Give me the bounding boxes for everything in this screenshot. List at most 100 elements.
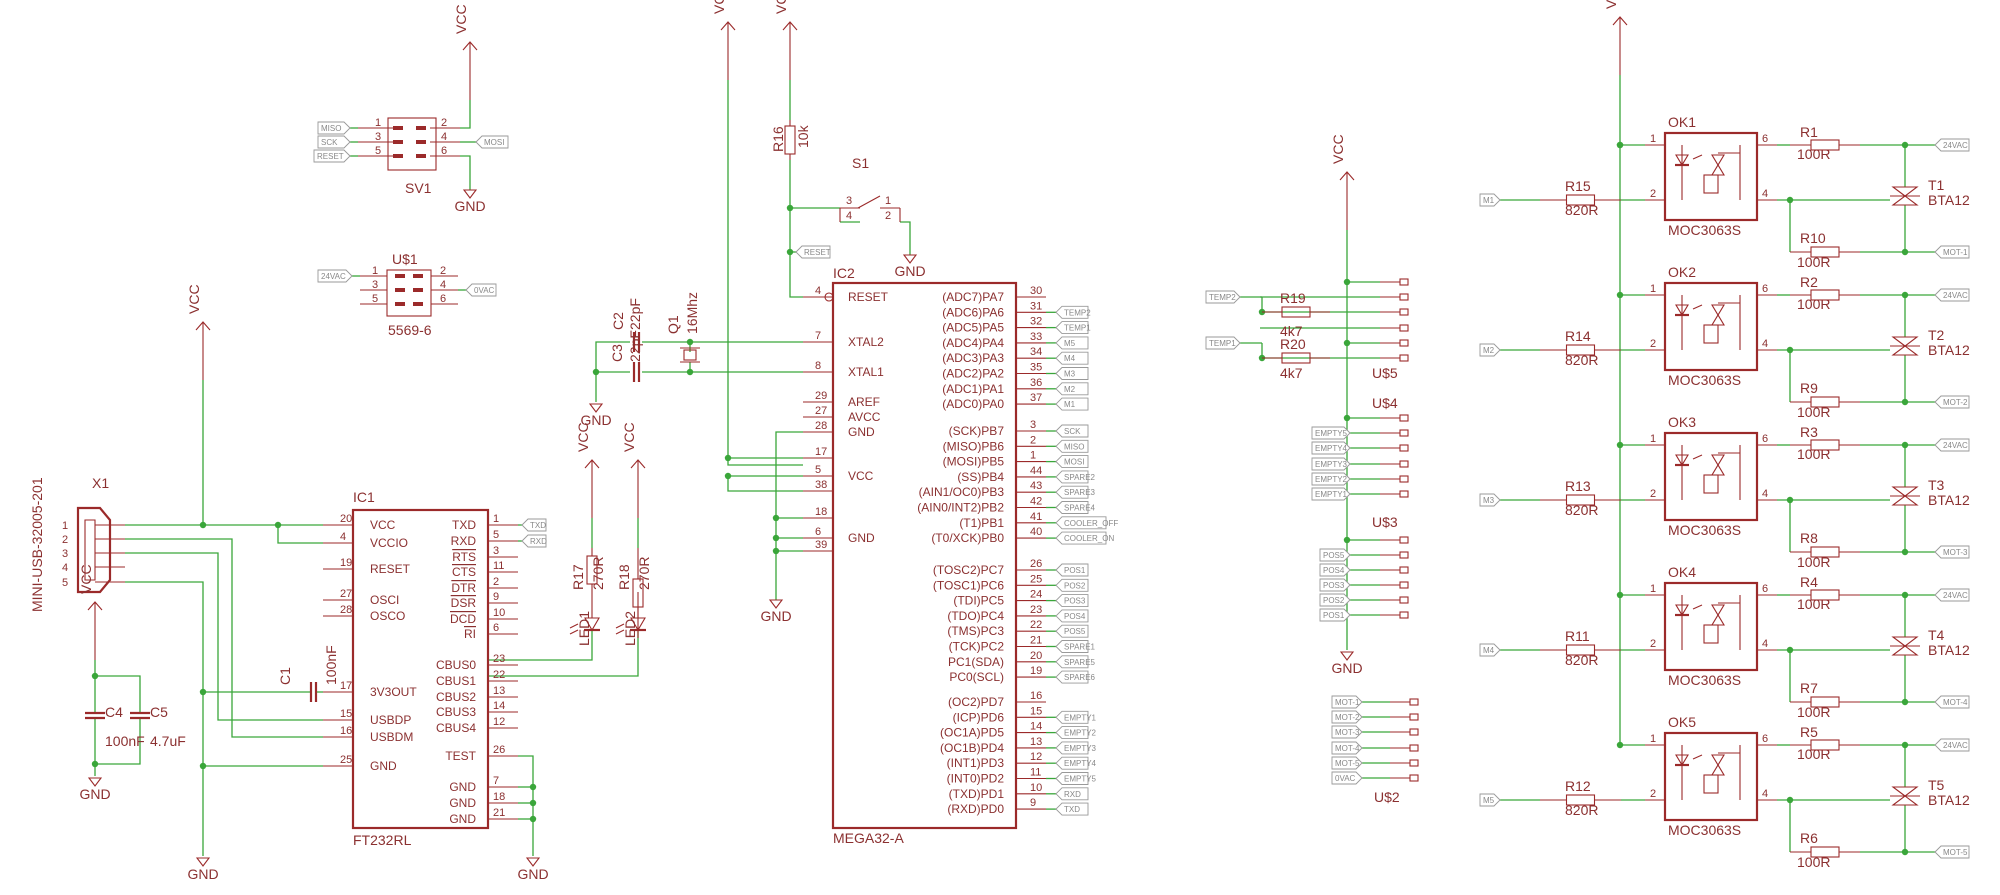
triac-type: BTA12 [1928, 642, 1970, 658]
net-label-tag [521, 518, 547, 532]
resistor-value: 100R [1797, 254, 1830, 270]
diac-icon [1711, 313, 1725, 326]
net-label-tag [1479, 643, 1501, 657]
net-label: POS5 [1055, 624, 1089, 638]
pin-number: 2 [885, 210, 891, 222]
contact [416, 140, 426, 144]
resistor-ref: R6 [1800, 830, 1818, 846]
net-label-text: MISO [321, 124, 341, 133]
vcc-label: VCC [621, 422, 637, 452]
net-label-tag [1055, 563, 1089, 577]
net-label-mot: MOT-1 [1331, 695, 1363, 709]
net-label-tag [1934, 245, 1970, 259]
gnd-triangle-icon [1339, 651, 1355, 661]
net-label: POS3 [1055, 594, 1089, 608]
ft232-body [351, 508, 490, 830]
zero-cross-box [1703, 174, 1719, 194]
pin-label: (ADC2)PA2 [942, 367, 1004, 381]
net-label: EMPTY3 [1055, 741, 1097, 755]
net-label-tag [1055, 305, 1089, 319]
optocoupler-ref: OK4 [1668, 564, 1696, 580]
pin-label: (ICP)PD6 [953, 710, 1005, 724]
pin-number: 22 [493, 669, 505, 681]
pin-number: 2 [1650, 188, 1656, 200]
vcc-arrow-icon [584, 459, 600, 469]
pin-number: 4 [1762, 188, 1768, 200]
net-label: SPARE2 [1055, 470, 1096, 484]
terminal-icon [1399, 581, 1409, 589]
resistor-body [1810, 846, 1840, 858]
sv1-body [387, 117, 437, 171]
pin-number: 2 [440, 265, 446, 277]
net-label: COOLER_OFF [1055, 516, 1118, 530]
wire [689, 362, 803, 373]
net-label-tag [1055, 741, 1089, 755]
pin-number: 6 [441, 145, 447, 157]
net-label-24vac: 24VAC [1934, 438, 1970, 452]
net-label-text: M5 [1064, 339, 1076, 348]
wire [125, 538, 323, 738]
net-label-text: EMPTY5 [1064, 775, 1097, 784]
resistor-value: 820R [1565, 802, 1598, 818]
net-label-tag [1311, 457, 1351, 471]
net-label-MOT-5: MOT-5 [1934, 845, 1970, 859]
pin-label: RXD [451, 534, 477, 548]
net-label-tag [475, 135, 509, 149]
net-label: POS1 [1055, 563, 1089, 577]
net-label-tag [1055, 470, 1089, 484]
gnd-label: GND [1331, 660, 1362, 676]
resistor-R10 [1790, 246, 1860, 258]
net-label-mot: MOT-4 [1331, 741, 1363, 755]
resistor-value: 100R [1797, 554, 1830, 570]
pin-number: 2 [493, 576, 499, 588]
triac-ref: T5 [1928, 777, 1945, 793]
resistor-value: 820R [1565, 352, 1598, 368]
light-arrow-icon [1692, 754, 1703, 760]
net-label-24vac: 24VAC [1934, 288, 1970, 302]
opto-led-icon [1675, 604, 1689, 617]
pin-label: (MOSI)PB5 [943, 455, 1005, 469]
net-label-text: TXD [1064, 805, 1080, 814]
net-label: TEMP2 [1055, 305, 1091, 319]
capacitor-c1 [309, 682, 318, 702]
net-label-24vac: 24VAC [1934, 138, 1970, 152]
opto-led-icon [1675, 154, 1689, 167]
net-label-text: MISO [1064, 442, 1084, 451]
junction-dot [724, 454, 732, 462]
net-label-text: SPARE5 [1064, 658, 1096, 667]
net-label-24vac: 24VAC [317, 269, 353, 283]
contact [413, 302, 423, 306]
pin-label: DCD [450, 612, 476, 626]
pin-number: 1 [375, 117, 381, 129]
vcc-arrow-icon [782, 21, 798, 31]
resistor-ref: R12 [1565, 778, 1591, 794]
pin-number: 5 [493, 529, 499, 541]
optocoupler-type: MOC3063S [1668, 222, 1741, 238]
capacitor-c4 [85, 711, 105, 720]
led2-ref: LED2 [622, 611, 638, 646]
gnd-symbol: GND [187, 857, 219, 882]
net-label-text: 24VAC [1943, 441, 1968, 450]
resistor-value: 100R [1797, 596, 1830, 612]
wire [900, 221, 911, 255]
pin-label: GND [449, 780, 476, 794]
net-label-text: SPARE4 [1064, 504, 1096, 513]
terminal-icon [1399, 414, 1409, 422]
wire [460, 100, 471, 129]
s1-ref: S1 [852, 155, 869, 171]
vcc-label: VCC [575, 422, 591, 452]
r19-value: 4k7 [1280, 323, 1303, 339]
r19-ref: R19 [1280, 290, 1306, 306]
resistor-R1 [1790, 139, 1860, 151]
vcc-arrow-icon [1339, 171, 1355, 181]
net-label: TXD [1055, 802, 1089, 816]
pin-number: 2 [1650, 788, 1656, 800]
x1-ref: X1 [92, 475, 109, 491]
triac-type: BTA12 [1928, 492, 1970, 508]
wire [727, 80, 803, 466]
pin-label: OSCO [370, 609, 405, 623]
net-label-empty: EMPTY2 [1311, 472, 1351, 486]
pin-number: 2 [1030, 434, 1036, 446]
